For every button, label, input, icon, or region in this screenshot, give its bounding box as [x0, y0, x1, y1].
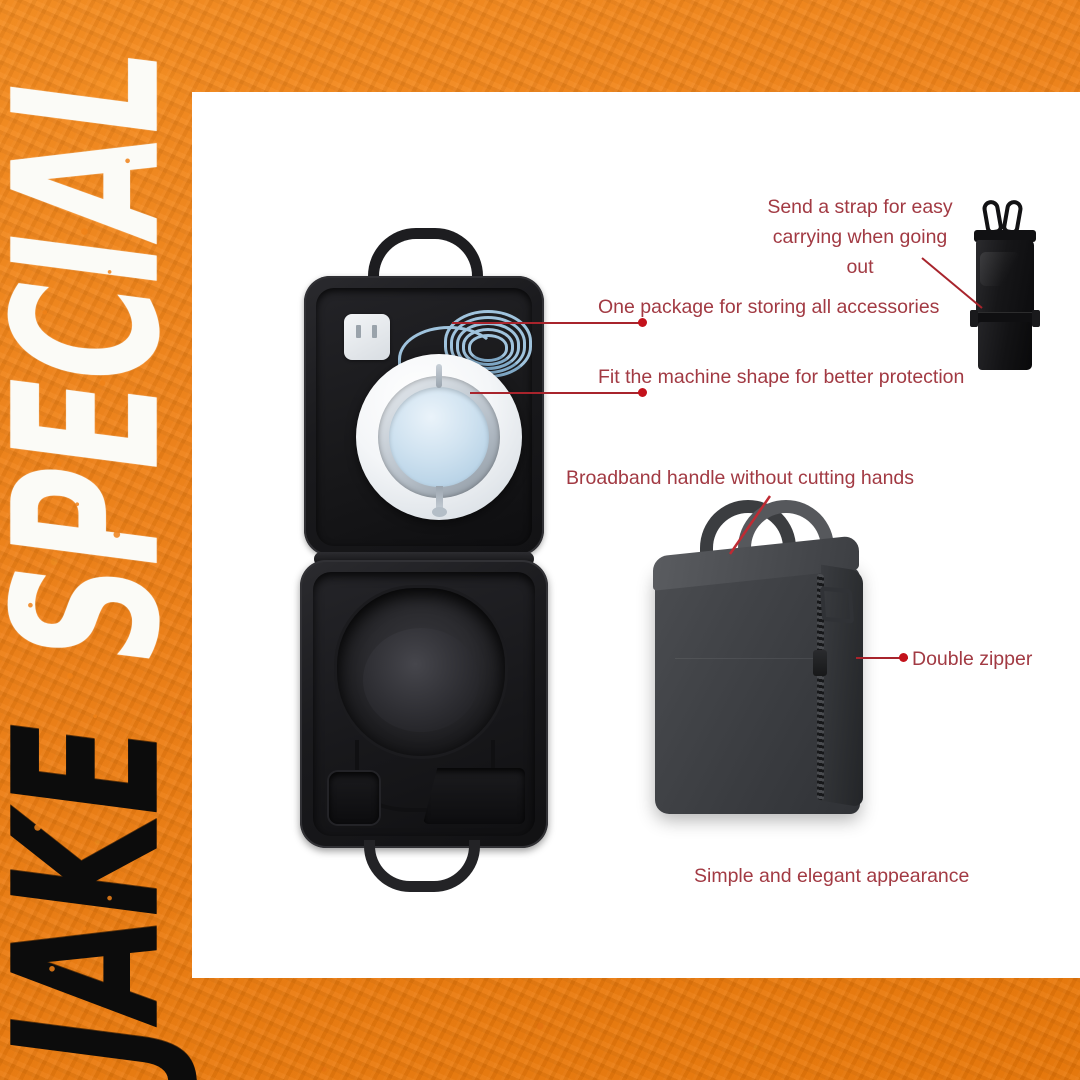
handle-leader-line: [728, 495, 772, 555]
protection-note: Fit the machine shape for better protect…: [598, 362, 964, 392]
accessories-leader-line: [452, 322, 642, 324]
appearance-note-text: Simple and elegant appearance: [694, 865, 970, 887]
protection-leader-dot: [638, 388, 647, 397]
adapter-prong-right: [372, 325, 377, 338]
strap-note-line1: Send a strap for easy: [767, 196, 953, 218]
strap-bar-top: [974, 230, 1036, 242]
case-base-interior: [313, 572, 535, 836]
case-base: [300, 560, 548, 848]
strap-slider-right: [1032, 310, 1040, 327]
strap-bar-lower: [972, 312, 1038, 325]
zipper-pull: [813, 650, 827, 676]
strap-fold-lower: [978, 322, 1032, 370]
accessories-leader-dot: [638, 318, 647, 327]
power-adapter: [344, 314, 390, 360]
cable-tail: [398, 326, 500, 398]
strap-d-ring: [819, 586, 855, 624]
accessories-note: One package for storing all accessories: [598, 292, 939, 322]
molded-device-cavity: [337, 588, 505, 756]
adapter-prong-left: [356, 325, 361, 338]
shoulder-strap-image: [968, 198, 1042, 370]
zipper-note: Double zipper: [912, 644, 1032, 674]
strap-slider-left: [970, 310, 978, 327]
bag-seam: [675, 658, 825, 659]
protection-leader-line: [470, 392, 642, 394]
appearance-note: Simple and elegant appearance: [694, 861, 969, 891]
zipper-note-text: Double zipper: [912, 648, 1033, 670]
open-case-image: [300, 228, 550, 898]
device-stem-bottom: [431, 486, 447, 517]
case-lid-interior: [316, 288, 532, 546]
case-lid: [304, 276, 544, 556]
handle-note-text: Broadband handle without cutting hands: [566, 467, 915, 489]
zipper-leader-dot: [899, 653, 908, 662]
device-stem-top: [436, 364, 442, 388]
handle-note: Broadband handle without cutting hands: [566, 463, 914, 493]
closed-bag-image: [645, 500, 895, 830]
case-base-handle: [364, 840, 480, 892]
accessory-slot-wedge: [423, 768, 525, 824]
accessories-note-text: One package for storing all accessories: [598, 296, 940, 318]
strap-note-line2: carrying when going out: [772, 226, 948, 278]
zipper-leader-line: [856, 657, 908, 659]
accessory-slot-square: [329, 772, 379, 824]
strap-fold-upper: [976, 240, 1034, 318]
strap-note: Send a strap for easy carrying when goin…: [760, 192, 960, 282]
protection-note-text: Fit the machine shape for better protect…: [598, 366, 965, 388]
circular-device: [356, 354, 522, 520]
device-face: [389, 387, 489, 487]
strap-leader-line: [921, 257, 983, 309]
